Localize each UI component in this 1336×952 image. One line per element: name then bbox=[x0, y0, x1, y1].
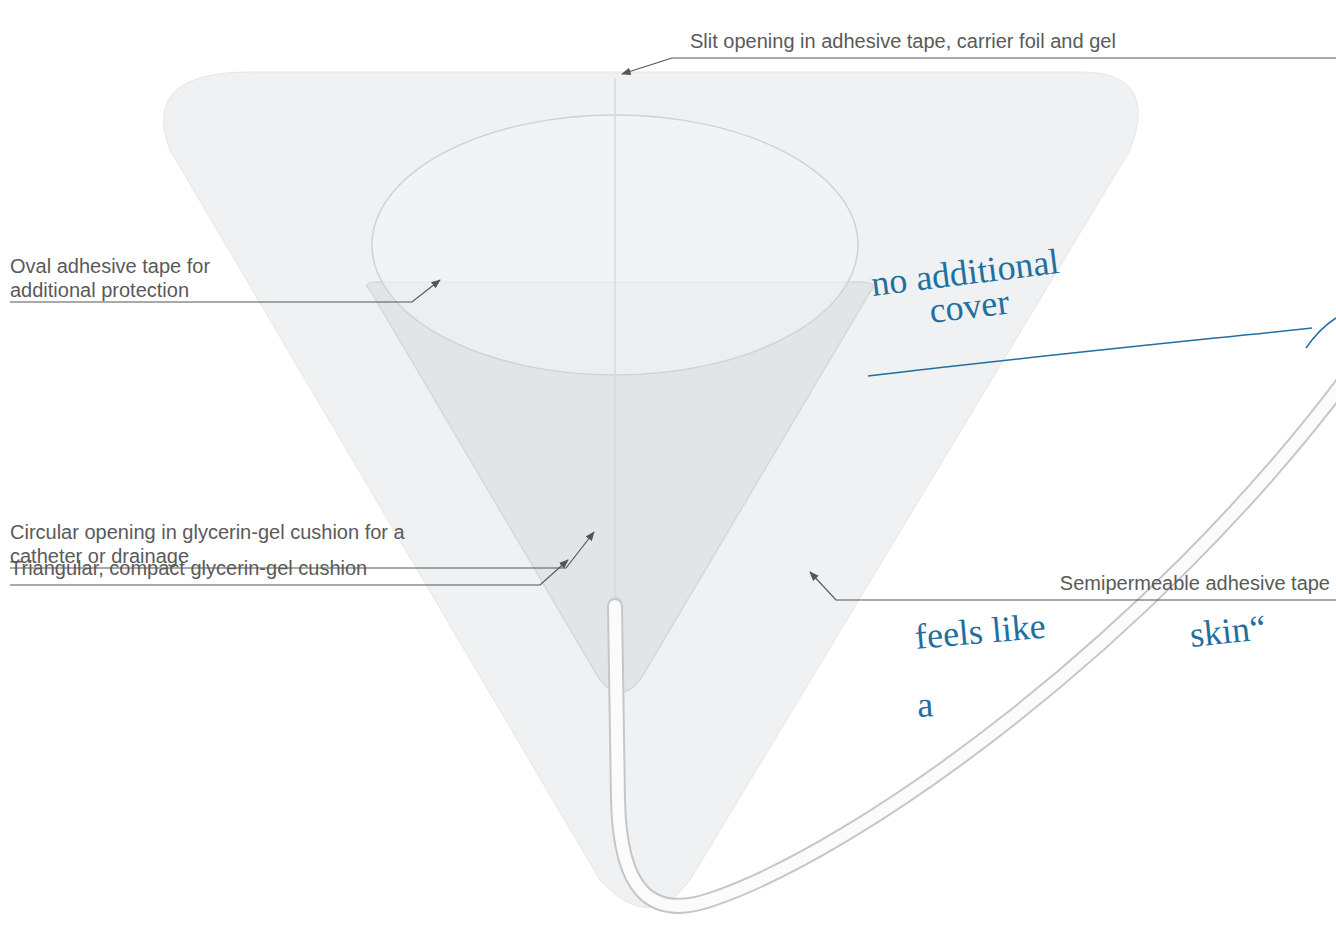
catheter-tube-core bbox=[615, 380, 1336, 906]
hand-stroke bbox=[1306, 318, 1336, 348]
leader-line bbox=[810, 572, 1336, 600]
adhesive-tape bbox=[164, 72, 1139, 908]
hand-underline bbox=[868, 328, 1312, 376]
callout-label: Triangular, compact glycerin-gel cushion bbox=[10, 556, 530, 580]
leader-line bbox=[622, 58, 1336, 74]
callout-label: Slit opening in adhesive tape, carrier f… bbox=[690, 29, 1330, 53]
callout-label: Oval adhesive tape for additional protec… bbox=[10, 254, 250, 302]
catheter-tube bbox=[615, 380, 1336, 906]
callout-label: Semipermeable adhesive tape bbox=[1000, 571, 1330, 595]
slit bbox=[614, 78, 616, 600]
handwritten-note: a bbox=[916, 685, 978, 722]
handwritten-note: skin“ bbox=[1188, 606, 1311, 652]
